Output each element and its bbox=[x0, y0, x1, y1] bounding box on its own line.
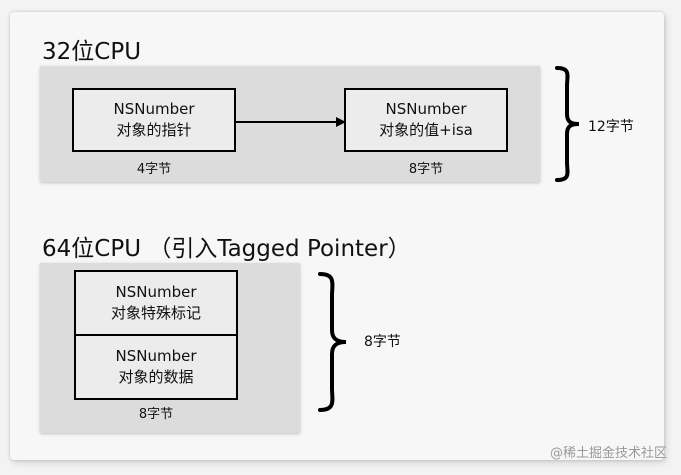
tag-box-class: NSNumber bbox=[115, 283, 197, 301]
pointer-box-class: NSNumber bbox=[113, 100, 195, 118]
data-box: NSNumber 对象的数据 bbox=[74, 334, 238, 400]
size-label-64bit: 8字节 bbox=[138, 407, 174, 422]
total-size-32bit: 12字节 bbox=[588, 119, 634, 135]
object-box-class: NSNumber bbox=[385, 100, 467, 118]
section-title-64bit: 64位CPU （引入Tagged Pointer） bbox=[42, 236, 411, 262]
watermark: @稀土掘金技术社区 bbox=[549, 446, 667, 461]
object-box-desc: 对象的值+isa bbox=[379, 121, 473, 139]
brace-32bit bbox=[555, 66, 580, 182]
pointer-box: NSNumber 对象的指针 bbox=[72, 88, 236, 152]
object-size-label: 8字节 bbox=[408, 162, 444, 177]
data-box-class: NSNumber bbox=[115, 347, 197, 365]
pointer-size-label: 4字节 bbox=[136, 162, 172, 177]
arrow-connector bbox=[236, 117, 346, 127]
pointer-box-desc: 对象的指针 bbox=[116, 121, 192, 139]
object-box: NSNumber 对象的值+isa bbox=[344, 88, 508, 152]
brace-64bit bbox=[318, 272, 347, 412]
section-title-32bit: 32位CPU bbox=[42, 39, 142, 65]
tag-box: NSNumber 对象特殊标记 bbox=[74, 270, 238, 336]
tag-box-desc: 对象特殊标记 bbox=[110, 304, 201, 322]
total-size-64bit: 8字节 bbox=[364, 334, 401, 350]
data-box-desc: 对象的数据 bbox=[118, 368, 194, 386]
